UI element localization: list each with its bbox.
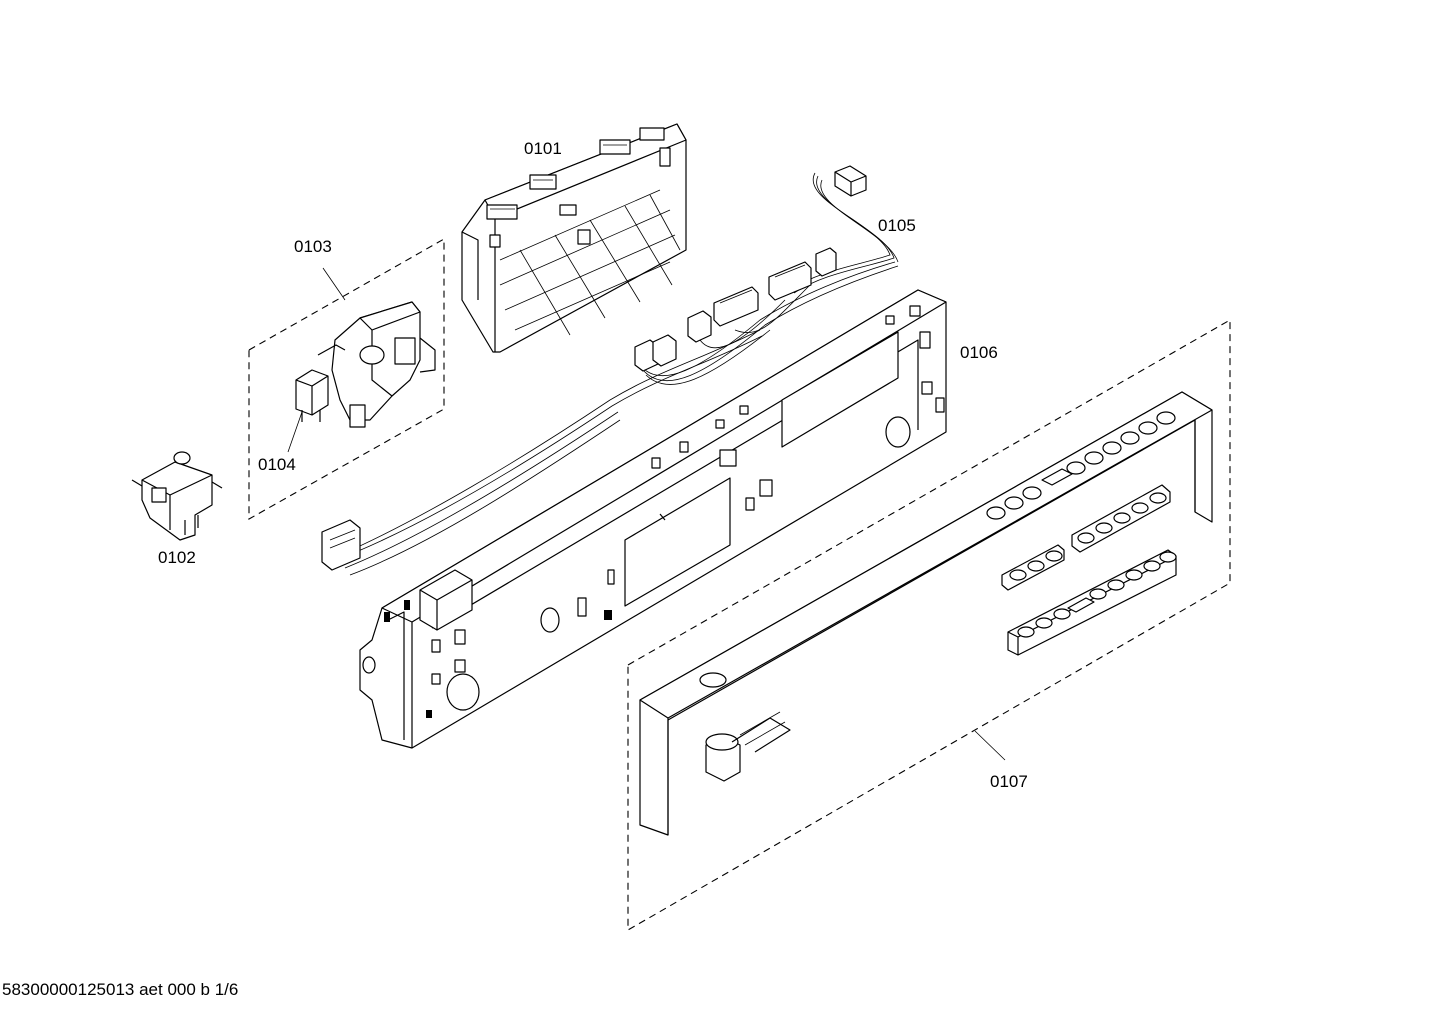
part-0107-fascia[interactable] [639,391,1213,836]
document-reference: 58300000125013 aet 000 b 1/6 [2,980,239,999]
part-label-0102: 0102 [158,548,196,567]
group-boundary-0103 [248,238,445,520]
part-0101-control-module[interactable] [461,123,687,353]
part-0104-relay[interactable] [295,369,329,422]
leader-lines [287,267,1006,761]
part-0105-wiring-harness[interactable] [321,165,899,576]
part-label-0105: 0105 [878,216,916,235]
part-0102-switch[interactable] [131,451,223,541]
part-label-0106: 0106 [960,343,998,362]
group-boundary-0107 [627,319,1231,931]
part-label-0101: 0101 [524,139,562,158]
part-0103-switch-assembly[interactable] [317,301,436,428]
part-0106-panel-frame[interactable] [359,289,947,749]
part-label-0107: 0107 [990,772,1028,791]
part-label-0104: 0104 [258,455,296,474]
part-label-0103: 0103 [294,237,332,256]
